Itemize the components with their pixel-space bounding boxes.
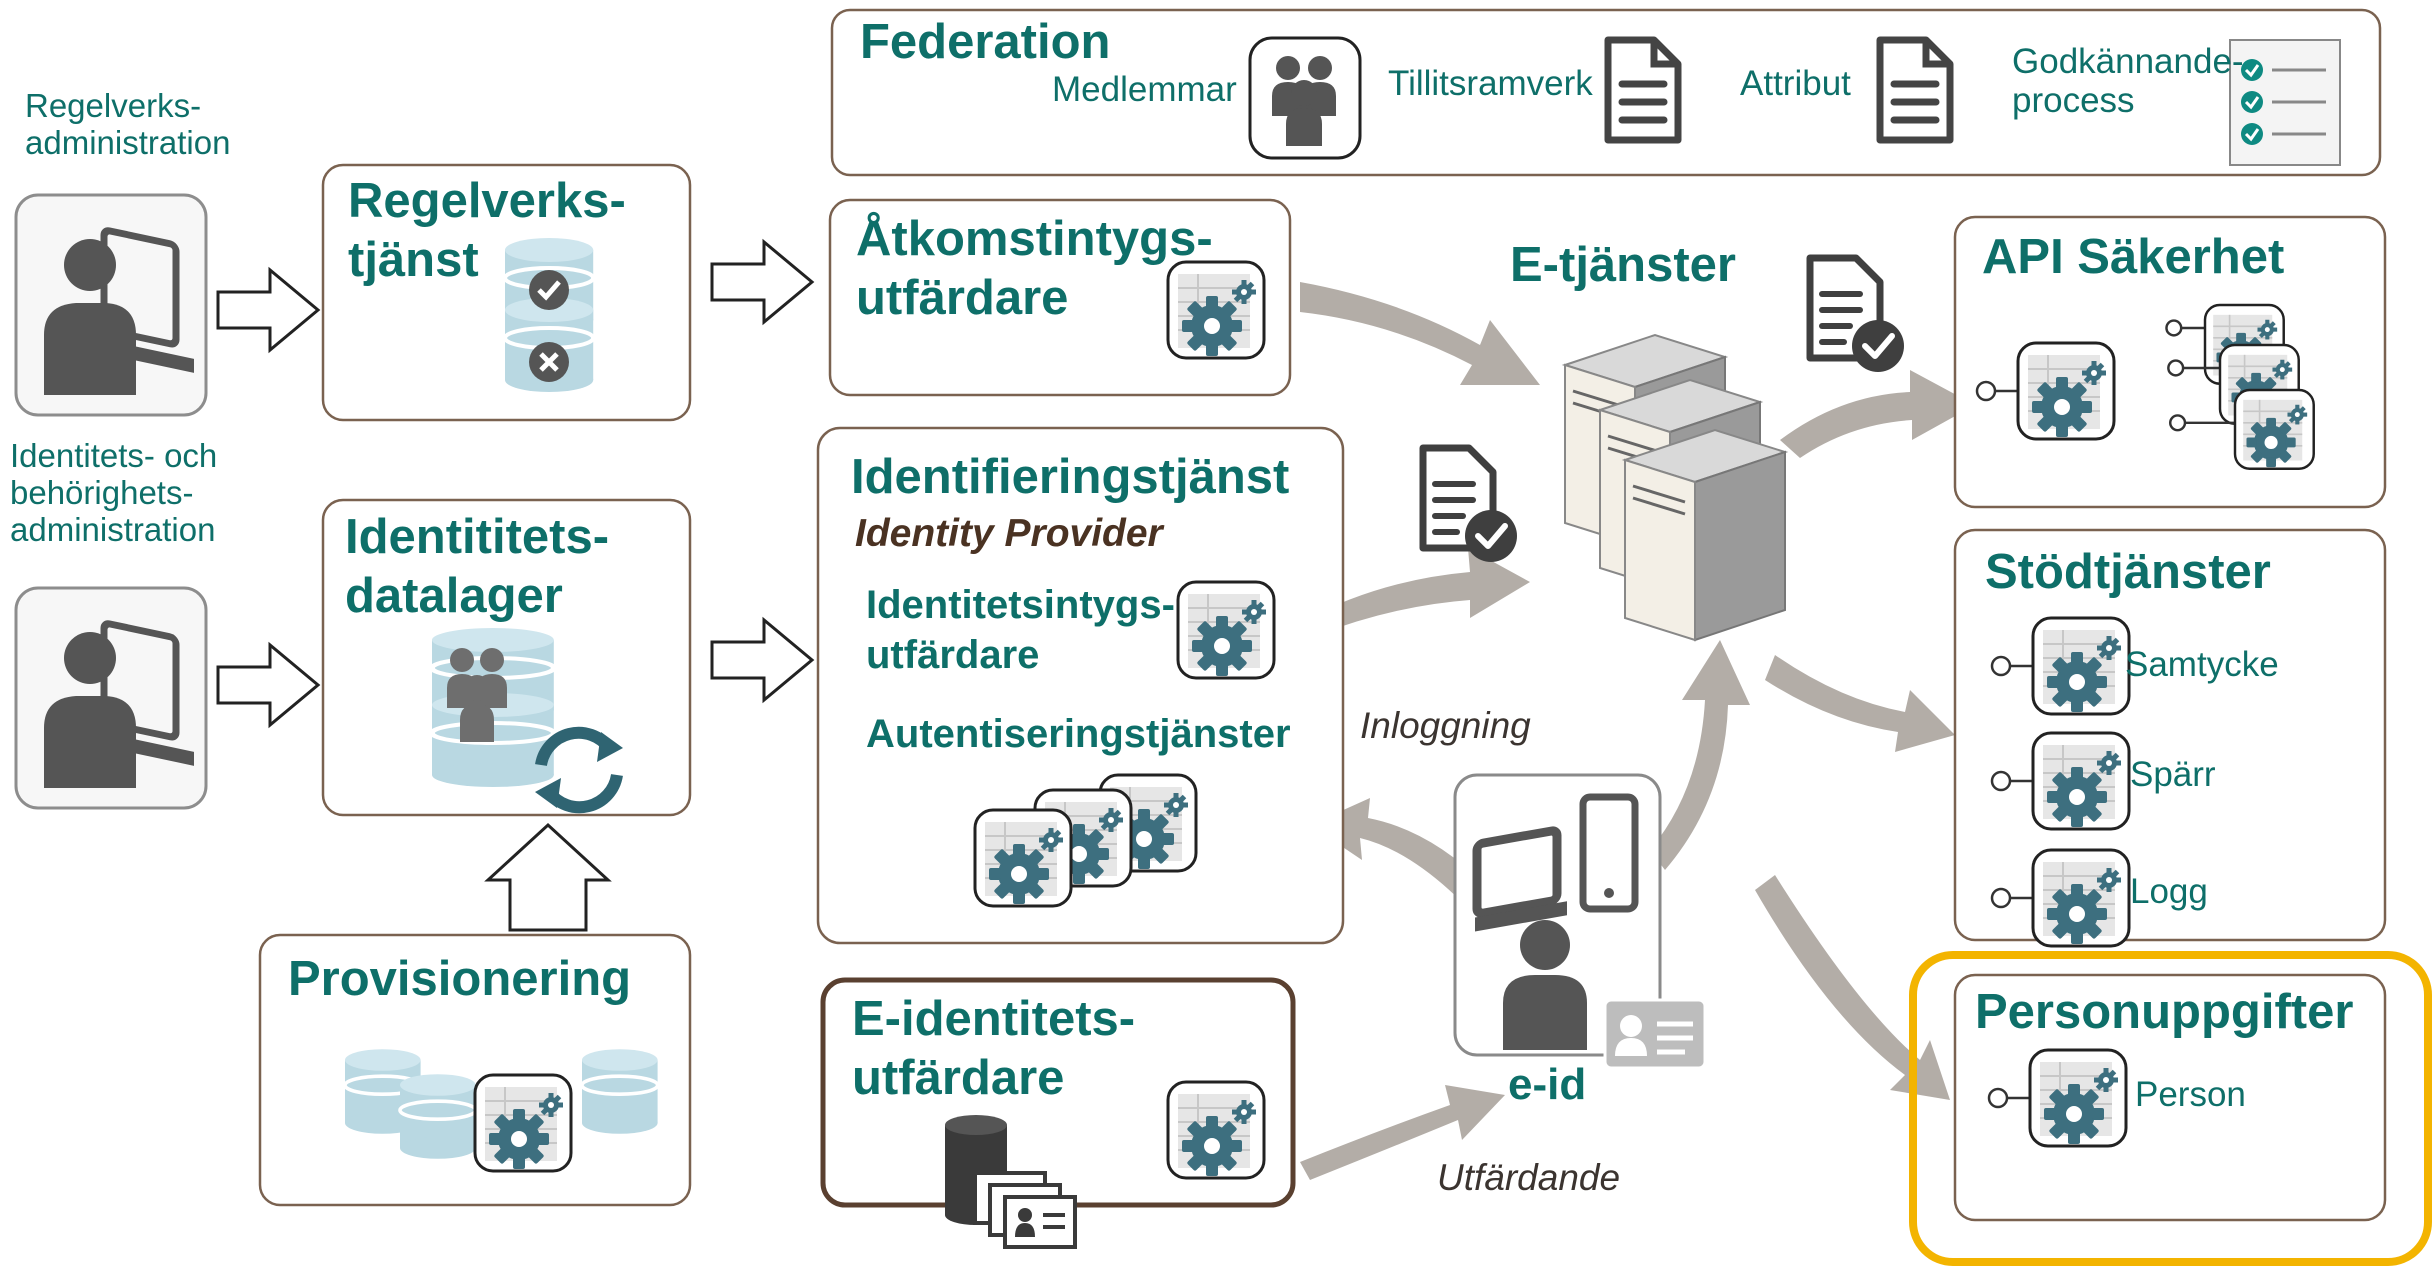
provisionering-title: Provisionering	[288, 952, 632, 1006]
identitetsintyg-service-icon	[1178, 582, 1274, 678]
eid-device-icon	[1453, 773, 1707, 1070]
federation-item-approval: Godkännande- process	[2012, 42, 2244, 121]
arrow-datalager-identifiering	[710, 618, 814, 702]
doc-check-icon-mid	[1423, 448, 1517, 562]
stod-item-logg: Logg	[2130, 872, 2208, 911]
identifieringstjanst-box	[816, 426, 1345, 945]
stod-item-sparr: Spärr	[2130, 755, 2216, 794]
eidentitet-service-icon	[1168, 1082, 1264, 1178]
attribute-icon	[1880, 40, 1950, 140]
provisionering-box	[258, 933, 692, 1207]
rule-admin-label: Regelverks- administration	[25, 87, 231, 161]
atkomstintyg-title: Åtkomstintygs- utfärdare	[856, 212, 1213, 325]
identity-admin-icon	[16, 588, 206, 808]
arrow-regelverk-atkomst	[710, 240, 814, 324]
stod-title: Stödtjänster	[1985, 545, 2271, 599]
identitetsintyg-title: Identitetsintygs- utfärdare	[866, 583, 1175, 677]
checklist-icon	[2229, 39, 2341, 166]
person-box	[1953, 973, 2387, 1222]
members-icon	[1248, 36, 1362, 160]
identity-provider-subtitle: Identity Provider	[855, 512, 1163, 555]
autentisering-title: Autentiseringstjänster	[866, 712, 1291, 756]
eid-issuer-db-icon	[945, 1115, 1077, 1249]
federation-item-members: Medlemmar	[1052, 70, 1237, 109]
highlight-frame	[1909, 951, 2432, 1266]
rule-admin-icon	[16, 195, 206, 415]
arrow-etjanster-stod	[1765, 655, 1955, 752]
identifieringstjanst-title: Identifieringstjänst	[851, 450, 1290, 504]
federation-item-trust: Tillitsramverk	[1388, 64, 1593, 103]
eidentitet-title: E-identitets- utfärdare	[852, 992, 1136, 1105]
inloggning-label: Inloggning	[1360, 705, 1531, 746]
identity-admin-label: Identitets- och behörighets- administrat…	[10, 437, 218, 548]
arrow-eid-etjanster	[1650, 640, 1750, 870]
arrow-etjanster-person	[1755, 875, 1950, 1100]
federation-title: Federation	[860, 15, 1111, 69]
arrow-provisionering-datalager	[484, 822, 612, 932]
federation-item-attribute: Attribut	[1740, 64, 1851, 103]
arrow-etjanster-api	[1780, 370, 1975, 458]
etjanster-title: E-tjänster	[1510, 238, 1737, 292]
utfardande-label: Utfärdande	[1437, 1157, 1621, 1198]
trust-framework-icon	[1608, 40, 1678, 140]
eid-label: e-id	[1508, 1060, 1587, 1109]
rules-db-icon	[505, 238, 593, 392]
regelverkstjanst-title: Regelverks- tjänst	[348, 174, 626, 287]
arrow-eid-identifiering	[1310, 798, 1485, 905]
stod-item-samtycke: Samtycke	[2125, 645, 2279, 684]
arrow-regelverk-admin	[216, 268, 320, 352]
flow-arrows	[1300, 282, 1975, 1180]
doc-check-icon-top	[1810, 258, 1904, 372]
arrow-identitet-admin	[216, 643, 320, 727]
identity-store-icon	[432, 628, 623, 814]
servers-icon	[1563, 333, 1787, 642]
arrow-atkomst-etjanster	[1300, 282, 1540, 385]
person-item: Person	[2135, 1075, 2246, 1114]
datalager-title: Identititets- datalager	[345, 510, 610, 623]
api-title: API Säkerhet	[1982, 230, 2285, 284]
person-title: Personuppgifter	[1975, 985, 2354, 1039]
api-multi-service-icon	[2165, 305, 2313, 469]
arrow-identifiering-etjanster	[1305, 548, 1530, 638]
arrow-eidentitet-eid	[1300, 1085, 1505, 1180]
